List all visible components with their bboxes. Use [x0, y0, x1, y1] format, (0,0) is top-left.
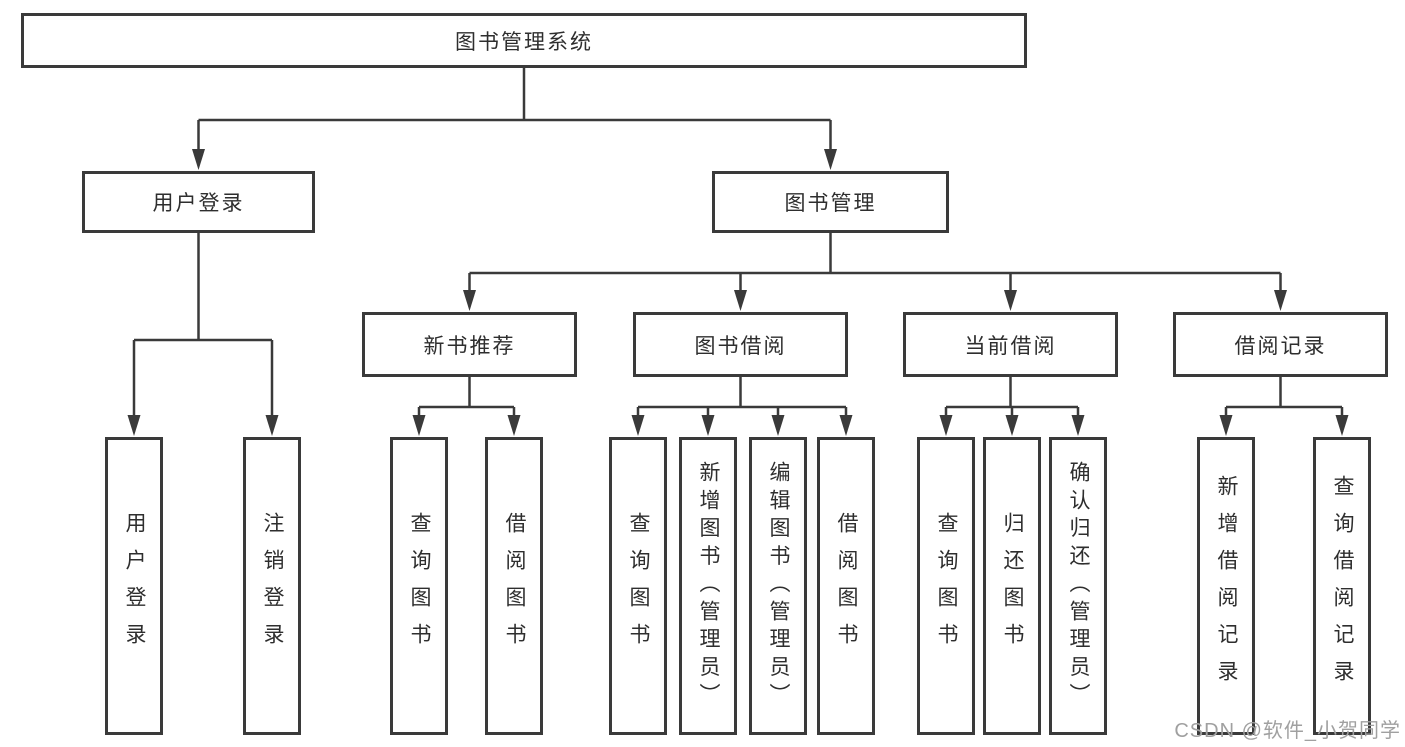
node-label: 借阅图书	[503, 512, 526, 660]
node-label: 确认归还（管理员）	[1067, 461, 1090, 711]
node-label: 查询图书	[408, 512, 431, 660]
node-book-management: 图书管理	[712, 171, 949, 233]
node-book-borrowing: 图书借阅	[633, 312, 848, 377]
node-label: 借阅记录	[1234, 334, 1327, 358]
node-label: 查询图书	[935, 512, 958, 660]
leaf-query-borrow-record: 查询借阅记录	[1313, 437, 1371, 735]
leaf-edit-book-admin: 编辑图书（管理员）	[749, 437, 807, 735]
node-borrowing-records: 借阅记录	[1173, 312, 1388, 377]
node-label: 新书推荐	[423, 334, 516, 358]
node-label: 新增图书（管理员）	[697, 461, 720, 711]
leaf-user-login: 用户登录	[105, 437, 163, 735]
leaf-add-book-admin: 新增图书（管理员）	[679, 437, 737, 735]
arrowheads	[127, 149, 1349, 436]
node-label: 用户登录	[152, 192, 245, 215]
leaf-borrow-books-recommend: 借阅图书	[485, 437, 543, 735]
node-label: 查询图书	[627, 512, 650, 660]
leaf-query-books-current: 查询图书	[917, 437, 975, 735]
node-label: 新增借阅记录	[1215, 475, 1238, 697]
node-user-login: 用户登录	[82, 171, 315, 233]
node-label: 图书管理系统	[455, 30, 593, 54]
leaf-borrow-books: 借阅图书	[817, 437, 875, 735]
node-label: 当前借阅	[964, 334, 1057, 358]
node-current-borrowing: 当前借阅	[903, 312, 1118, 377]
node-label: 归还图书	[1001, 512, 1024, 660]
node-label: 查询借阅记录	[1331, 475, 1354, 697]
node-label: 图书管理	[784, 192, 877, 215]
leaf-logout: 注销登录	[243, 437, 301, 735]
node-label: 注销登录	[261, 512, 284, 660]
node-label: 借阅图书	[835, 512, 858, 660]
leaf-add-borrow-record: 新增借阅记录	[1197, 437, 1255, 735]
node-new-book-recommendation: 新书推荐	[362, 312, 577, 377]
watermark-text: CSDN @软件_小贺同学	[1174, 720, 1401, 742]
leaf-query-books-borrow: 查询图书	[609, 437, 667, 735]
node-label: 用户登录	[123, 512, 146, 660]
connector-paths	[132, 68, 1344, 416]
leaf-query-books-recommend: 查询图书	[390, 437, 448, 735]
node-label: 图书借阅	[694, 334, 787, 358]
node-library-management-system: 图书管理系统	[21, 13, 1027, 68]
node-label: 编辑图书（管理员）	[767, 461, 790, 711]
leaf-return-books: 归还图书	[983, 437, 1041, 735]
leaf-confirm-return-admin: 确认归还（管理员）	[1049, 437, 1107, 735]
